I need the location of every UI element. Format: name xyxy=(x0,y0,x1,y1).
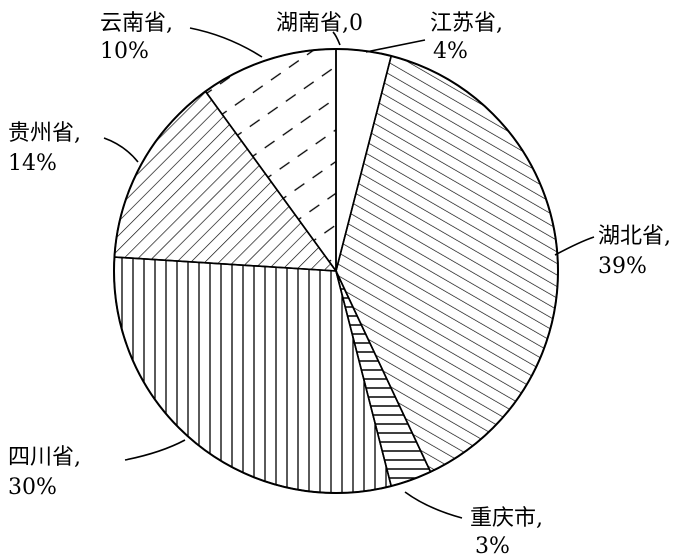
label-hunan: 湖南省,0 xyxy=(276,11,363,36)
leader-line-3 xyxy=(404,491,463,519)
leader-line-5 xyxy=(103,137,139,163)
leader-line-4 xyxy=(124,439,186,461)
label-yunnan-name: 云南省, xyxy=(100,11,173,36)
pie-slices xyxy=(113,48,559,494)
label-yunnan-value: 10% xyxy=(100,39,149,64)
label-jiangsu-name: 江苏省, xyxy=(430,11,503,36)
leader-line-6 xyxy=(189,27,263,58)
label-sichuan-value: 30% xyxy=(8,475,57,500)
label-guizhou-name: 贵州省, xyxy=(8,121,81,146)
label-hubei-name: 湖北省, xyxy=(598,224,671,249)
leader-line-0 xyxy=(332,31,341,46)
label-hubei-value: 39% xyxy=(598,254,647,279)
label-chongqing-name: 重庆市, xyxy=(470,506,543,531)
label-jiangsu-value: 4% xyxy=(433,39,468,64)
label-guizhou-value: 14% xyxy=(8,151,57,176)
leader-line-1 xyxy=(365,39,426,53)
leader-line-2 xyxy=(554,236,595,256)
label-sichuan-name: 四川省, xyxy=(8,445,81,470)
label-chongqing-value: 3% xyxy=(475,534,510,559)
pie-outline xyxy=(113,48,559,494)
leader-lines xyxy=(103,27,595,519)
